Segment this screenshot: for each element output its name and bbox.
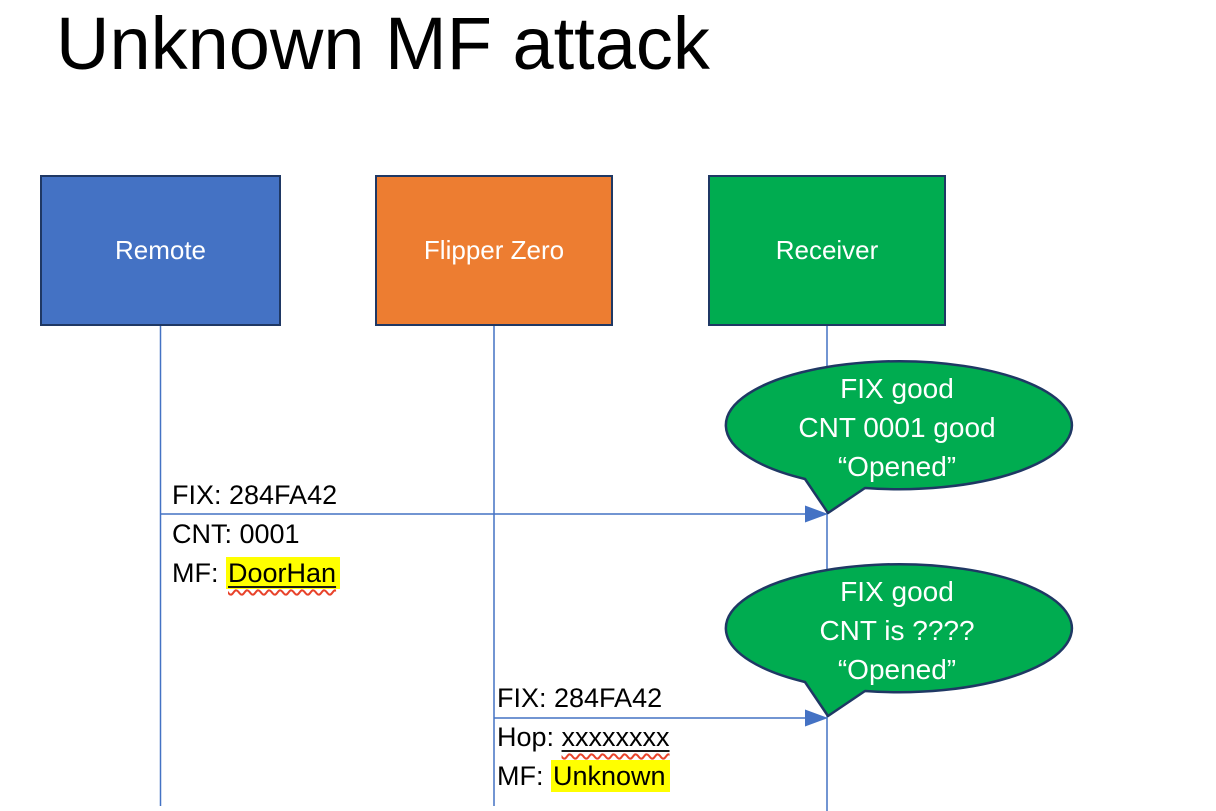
actor-label-remote: Remote	[114, 235, 207, 265]
message2-hop-value: xxxxxxxx	[561, 722, 670, 752]
actor-box-flipper-zero: Flipper Zero	[375, 175, 613, 326]
message1-mf-highlight: DoorHan	[226, 557, 341, 589]
arrowhead-icon	[805, 505, 828, 523]
message2-hop-line: Hop: xxxxxxxx	[497, 718, 670, 757]
message2-mf-value: Unknown	[553, 761, 666, 791]
message1-mf-value: DoorHan	[228, 558, 337, 588]
message2-mf-highlight: Unknown	[551, 760, 670, 792]
actor-label-receiver: Receiver	[775, 235, 879, 265]
message2-hop-prefix: Hop:	[497, 722, 562, 752]
arrowhead-icon	[805, 709, 828, 727]
message1-mf-prefix: MF:	[172, 558, 226, 588]
message1-fix-line: FIX: 284FA42	[172, 480, 338, 510]
message2-mf-line: MF: Unknown	[497, 757, 670, 796]
message2-fix-line: FIX: 284FA42	[497, 683, 663, 713]
actor-box-receiver: Receiver	[708, 175, 946, 326]
actor-label-flipper-zero: Flipper Zero	[423, 235, 565, 265]
speech-bubble-1-shape	[724, 359, 1074, 515]
message-arrow-remote-to-receiver	[160, 505, 828, 523]
speech-bubble-2-shape	[724, 562, 1074, 718]
slide-title: Unknown MF attack	[56, 2, 710, 85]
message1-mf-line: MF: DoorHan	[172, 554, 341, 593]
message-label-remote-to-receiver: FIX: 284FA42 CNT: 0001 MF: DoorHan	[172, 476, 341, 593]
actor-box-remote: Remote	[40, 175, 281, 326]
message-arrow-flipper-to-receiver	[494, 709, 828, 727]
message1-cnt-line: CNT: 0001	[172, 519, 300, 549]
message-label-flipper-to-receiver: FIX: 284FA42 Hop: xxxxxxxx MF: Unknown	[497, 679, 670, 796]
message2-mf-prefix: MF:	[497, 761, 551, 791]
